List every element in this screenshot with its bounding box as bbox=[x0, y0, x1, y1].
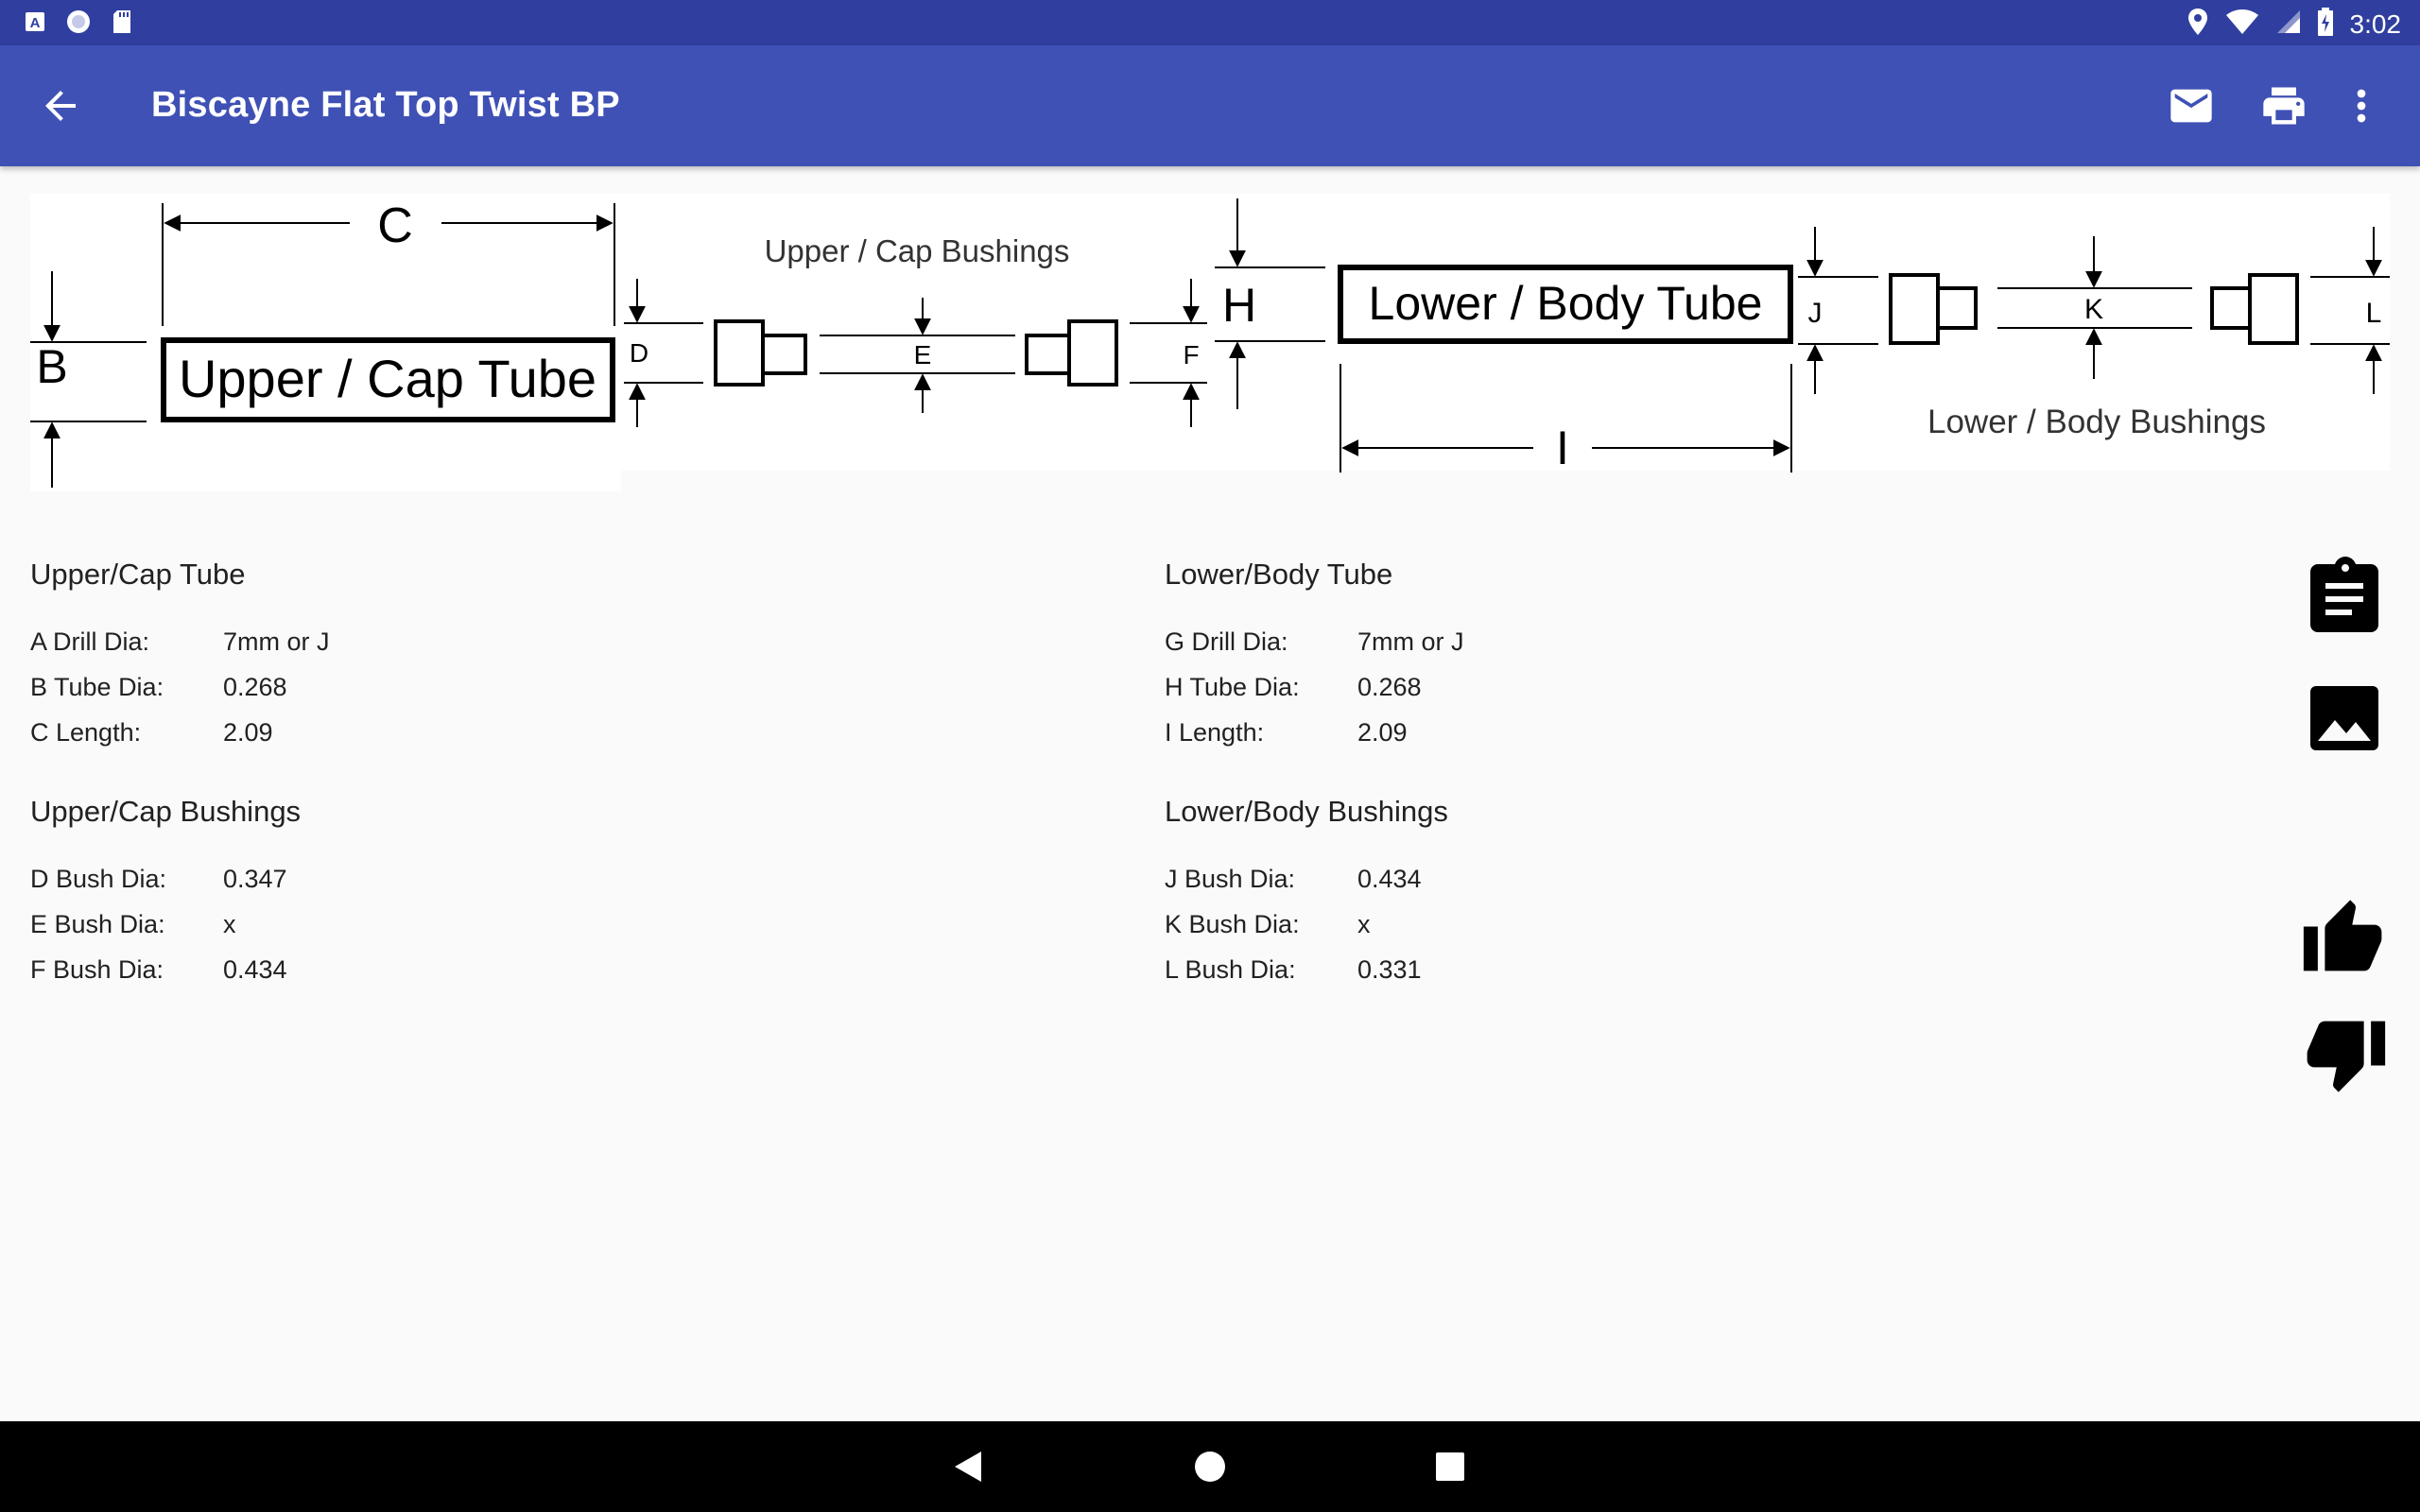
spec-label: L Bush Dia: bbox=[1165, 955, 1296, 984]
clipboard-icon bbox=[2308, 555, 2380, 637]
status-time: 3:02 bbox=[2349, 9, 2402, 39]
wifi-icon bbox=[2225, 9, 2259, 40]
dim-letter-f: F bbox=[1183, 340, 1199, 369]
section-title: Lower/Body Tube bbox=[1165, 558, 1393, 591]
more-vert-icon[interactable] bbox=[2337, 81, 2386, 130]
spec-label: E Bush Dia: bbox=[30, 910, 165, 938]
back-arrow-icon[interactable] bbox=[38, 83, 83, 129]
spec-value: 7mm or J bbox=[223, 627, 330, 656]
upper-tube-diagram-label: Upper / Cap Tube bbox=[179, 349, 596, 408]
dim-letter-j: J bbox=[1808, 298, 1823, 329]
pen-kit-diagram: B C Upper / Cap Tube Upper / Cap Bushing… bbox=[30, 194, 2390, 491]
spec-value: 2.09 bbox=[1357, 718, 1408, 747]
dim-letter-c: C bbox=[377, 198, 413, 253]
spec-value: x bbox=[1357, 910, 1371, 938]
home-circle-icon[interactable] bbox=[1187, 1444, 1233, 1489]
spec-label: A Drill Dia: bbox=[30, 627, 150, 656]
spec-label: G Drill Dia: bbox=[1165, 627, 1288, 656]
spec-label: K Bush Dia: bbox=[1165, 910, 1300, 938]
location-icon bbox=[2187, 8, 2208, 41]
dim-letter-d: D bbox=[630, 338, 648, 368]
spec-value: 0.347 bbox=[223, 865, 287, 893]
sd-card-icon bbox=[112, 9, 132, 39]
spec-label: C Length: bbox=[30, 718, 142, 747]
lower-tube-section: Lower/Body Tube G Drill Dia: 7mm or J H … bbox=[1165, 558, 1694, 756]
dim-letter-b: B bbox=[36, 340, 67, 393]
spec-label: I Length: bbox=[1165, 718, 1265, 747]
recents-square-icon[interactable] bbox=[1427, 1444, 1473, 1489]
dim-letter-k: K bbox=[2084, 294, 2103, 325]
spec-value: 7mm or J bbox=[1357, 627, 1464, 656]
dim-letter-h: H bbox=[1222, 279, 1256, 332]
thumb-down-icon bbox=[2302, 1019, 2387, 1103]
lower-tube-diagram-label: Lower / Body Tube bbox=[1369, 277, 1763, 330]
thumb-up-button[interactable] bbox=[2299, 890, 2390, 981]
spec-value: 0.434 bbox=[223, 955, 287, 984]
thumb-down-button[interactable] bbox=[2299, 1015, 2390, 1106]
system-nav-bar bbox=[0, 1421, 2420, 1512]
dim-letter-l: L bbox=[2366, 298, 2382, 329]
dim-letter-i: I bbox=[1556, 421, 1569, 474]
section-title: Lower/Body Bushings bbox=[1165, 795, 1448, 828]
upper-bushings-diagram-label: Upper / Cap Bushings bbox=[765, 233, 1070, 268]
image-icon bbox=[2308, 684, 2380, 757]
section-title: Upper/Cap Bushings bbox=[30, 795, 302, 828]
spec-value: x bbox=[223, 910, 236, 938]
circle-icon bbox=[66, 9, 91, 39]
lower-bushings-section: Lower/Body Bushings J Bush Dia: 0.434 K … bbox=[1165, 795, 1694, 993]
lower-bushings-diagram-label: Lower / Body Bushings bbox=[1927, 404, 2266, 440]
spec-value: 0.331 bbox=[1357, 955, 1422, 984]
spec-value: 0.434 bbox=[1357, 865, 1422, 893]
section-title: Upper/Cap Tube bbox=[30, 558, 246, 591]
battery-charging-icon bbox=[2317, 8, 2333, 41]
a-icon: A bbox=[25, 11, 45, 37]
spec-label: F Bush Dia: bbox=[30, 955, 164, 984]
print-icon[interactable] bbox=[2259, 81, 2308, 130]
svg-text:A: A bbox=[30, 15, 41, 31]
back-triangle-icon[interactable] bbox=[947, 1444, 993, 1489]
spec-label: J Bush Dia: bbox=[1165, 865, 1296, 893]
email-icon[interactable] bbox=[2167, 81, 2216, 130]
spec-label: B Tube Dia: bbox=[30, 673, 164, 701]
status-bar: A 3:02 bbox=[0, 0, 2420, 45]
spec-label: H Tube Dia: bbox=[1165, 673, 1300, 701]
app-bar: Biscayne Flat Top Twist BP bbox=[0, 45, 2420, 166]
spec-label: D Bush Dia: bbox=[30, 865, 167, 893]
upper-bushings-section: Upper/Cap Bushings D Bush Dia: 0.347 E B… bbox=[30, 795, 560, 993]
spec-value: 0.268 bbox=[1357, 673, 1422, 701]
signal-icon bbox=[2276, 9, 2301, 39]
page-title: Biscayne Flat Top Twist BP bbox=[151, 85, 620, 125]
spec-value: 0.268 bbox=[223, 673, 287, 701]
image-button[interactable] bbox=[2299, 675, 2390, 765]
upper-tube-section: Upper/Cap Tube A Drill Dia: 7mm or J B T… bbox=[30, 558, 560, 756]
thumb-up-icon bbox=[2302, 894, 2387, 978]
spec-value: 2.09 bbox=[223, 718, 273, 747]
dim-letter-e: E bbox=[914, 340, 932, 369]
clipboard-button[interactable] bbox=[2299, 550, 2390, 641]
